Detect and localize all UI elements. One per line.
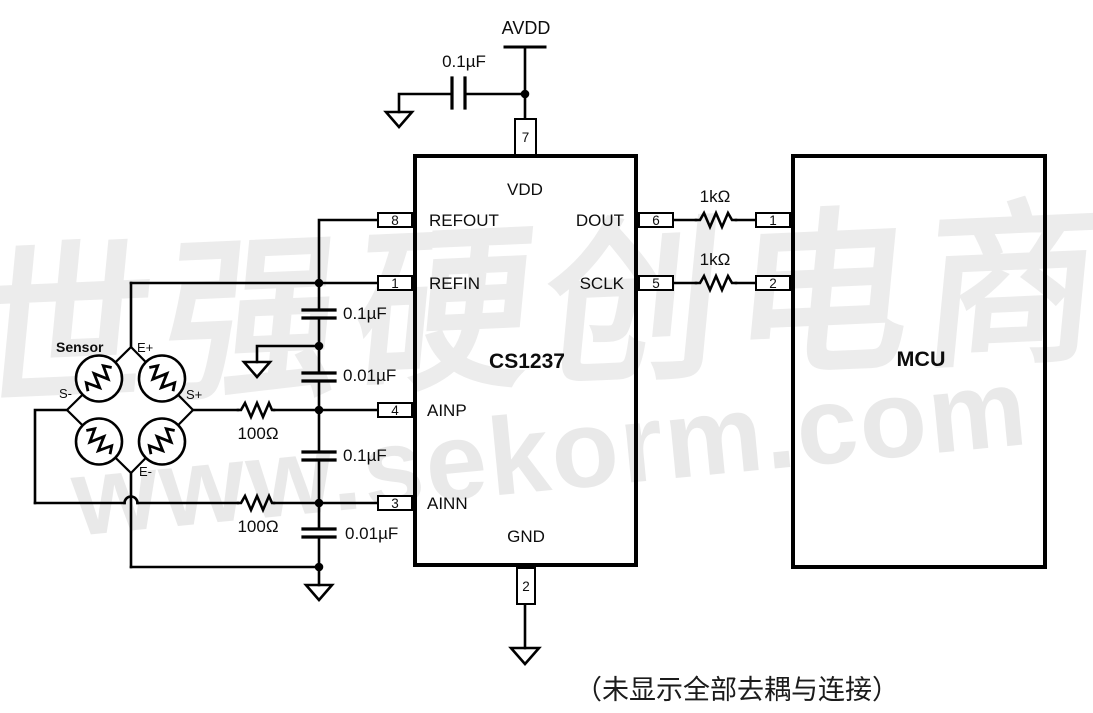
ground-symbol-top [383,110,415,129]
sensor-node-eminus: E- [139,464,152,479]
adc-pin-label-sclk: SCLK [579,274,624,293]
mcu-chip-body [791,154,1047,569]
adc-pin-label-gnd: GND [507,527,545,546]
junction-dot [314,278,324,288]
resistor-symbol-ainn [236,492,276,514]
pin-number: 7 [521,129,530,145]
adc-pin-label-refin: REFIN [429,274,480,293]
ainn-resistor-value: 100Ω [237,517,279,536]
pin-number: 6 [652,212,660,228]
adc-pin-label-ainn: AINN [427,494,468,513]
adc-chip-body [413,154,638,567]
avdd-cap-wire-left [397,92,454,114]
sensor-node-splus: S+ [186,387,203,402]
pin-number: 4 [391,402,399,418]
sensor-node-eplus: E+ [137,340,154,355]
pin-number: 1 [391,275,399,291]
adc-pin-2-box: 2 [516,567,536,605]
junction-dots [314,89,530,572]
ref-cap2-value: 0.01µF [343,366,397,385]
wires [33,45,757,666]
adc-pin-6-box: 6 [638,212,674,228]
sensor-resistor-zigzags [84,363,177,455]
adc-pin-7-box: 7 [514,118,537,156]
sensor-label: Sensor [56,339,104,355]
adc-pin-1-box: 1 [377,275,413,291]
ground-symbol-mid [241,360,273,379]
ain-cap2-value: 0.01µF [345,524,399,543]
adc-pin-label-vdd: VDD [507,180,543,199]
mcu-pin-2-box: 2 [755,275,791,291]
dout-resistor-value: 1kΩ [699,187,731,206]
adc-pin-5-box: 5 [638,275,674,291]
pin-number: 8 [391,212,399,228]
sensor-node-sminus: S- [59,386,72,401]
avdd-net-label: AVDD [501,18,551,38]
adc-pin-3-box: 3 [377,495,413,511]
ref-cap1-value: 0.1µF [343,304,387,323]
junction-dot [314,498,324,508]
pin-number: 2 [522,578,530,594]
junction-dot [314,341,324,351]
adc-pin-label-ainp: AINP [427,401,467,420]
pin-number: 5 [652,275,660,291]
adc-pin-label-dout: DOUT [575,211,624,230]
adc-part-number: CS1237 [489,350,565,373]
sensor-left-outer-wire [33,408,69,505]
refout-wire [317,218,379,285]
resistor-symbol-sclk [694,272,738,294]
capacitor-symbol-top [450,76,467,110]
pin-number: 3 [391,495,399,511]
resistor-symbol-dout [694,209,738,231]
ain-cap1-value: 0.1µF [343,446,387,465]
adc-pin-label-refout: REFOUT [429,211,499,230]
ground-symbol-rail [303,583,335,602]
adc-pin-8-box: 8 [377,212,413,228]
capacitor-symbols-rail [301,308,337,539]
junction-dot [314,562,324,572]
mid-ground-wire [255,344,321,364]
ground-symbol-bottom [508,646,542,666]
pin-number: 2 [769,275,777,291]
sclk-resistor-value: 1kΩ [699,250,731,269]
avdd-cap-value: 0.1µF [442,52,486,71]
junction-dot [520,89,530,99]
mcu-label: MCU [896,347,946,371]
resistor-symbol-ainp [236,399,276,421]
junction-dot [314,405,324,415]
pin-number: 1 [769,212,777,228]
mcu-pin-1-box: 1 [755,212,791,228]
adc-pin-4-box: 4 [377,402,413,418]
ainp-resistor-value: 100Ω [237,424,279,443]
schematic-caption: （未显示全部去耦与连接） [575,675,899,705]
